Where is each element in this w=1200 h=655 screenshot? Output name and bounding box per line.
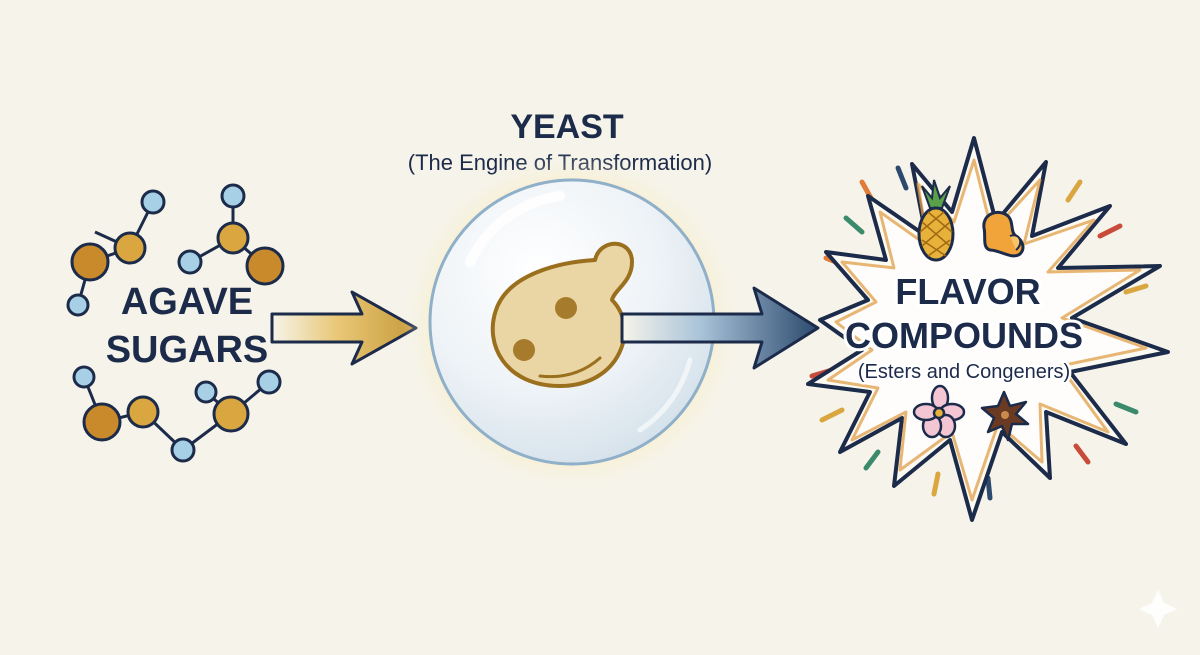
flower-icon: [912, 384, 966, 439]
yeast-title: YEAST: [510, 108, 624, 146]
flavor-subtitle: (Esters and Congeners): [858, 361, 1070, 383]
flavor-line1: FLAVOR: [895, 271, 1040, 312]
sugars-to-yeast-arrow: [270, 290, 418, 366]
agave-sugars-line2: SUGARS: [106, 329, 269, 371]
flavor-compounds-label: FLAVOR COMPOUNDS (Esters and Congeners): [842, 268, 1086, 386]
star-anise-icon: [980, 390, 1030, 442]
flavor-burst-star: [806, 136, 1170, 522]
pineapple-icon: [917, 179, 955, 262]
sparkle-icon: [1139, 590, 1177, 628]
orange-peel-icon: [982, 211, 1025, 258]
agave-sugars-label: AGAVE SUGARS: [103, 278, 272, 374]
yeast-to-flavor-arrow: [620, 286, 820, 370]
flavor-line2: COMPOUNDS: [845, 315, 1083, 356]
molecule-atoms: [66, 183, 285, 463]
agave-sugars-line1: AGAVE: [121, 281, 253, 323]
yeast-cell-icon: [490, 241, 634, 388]
